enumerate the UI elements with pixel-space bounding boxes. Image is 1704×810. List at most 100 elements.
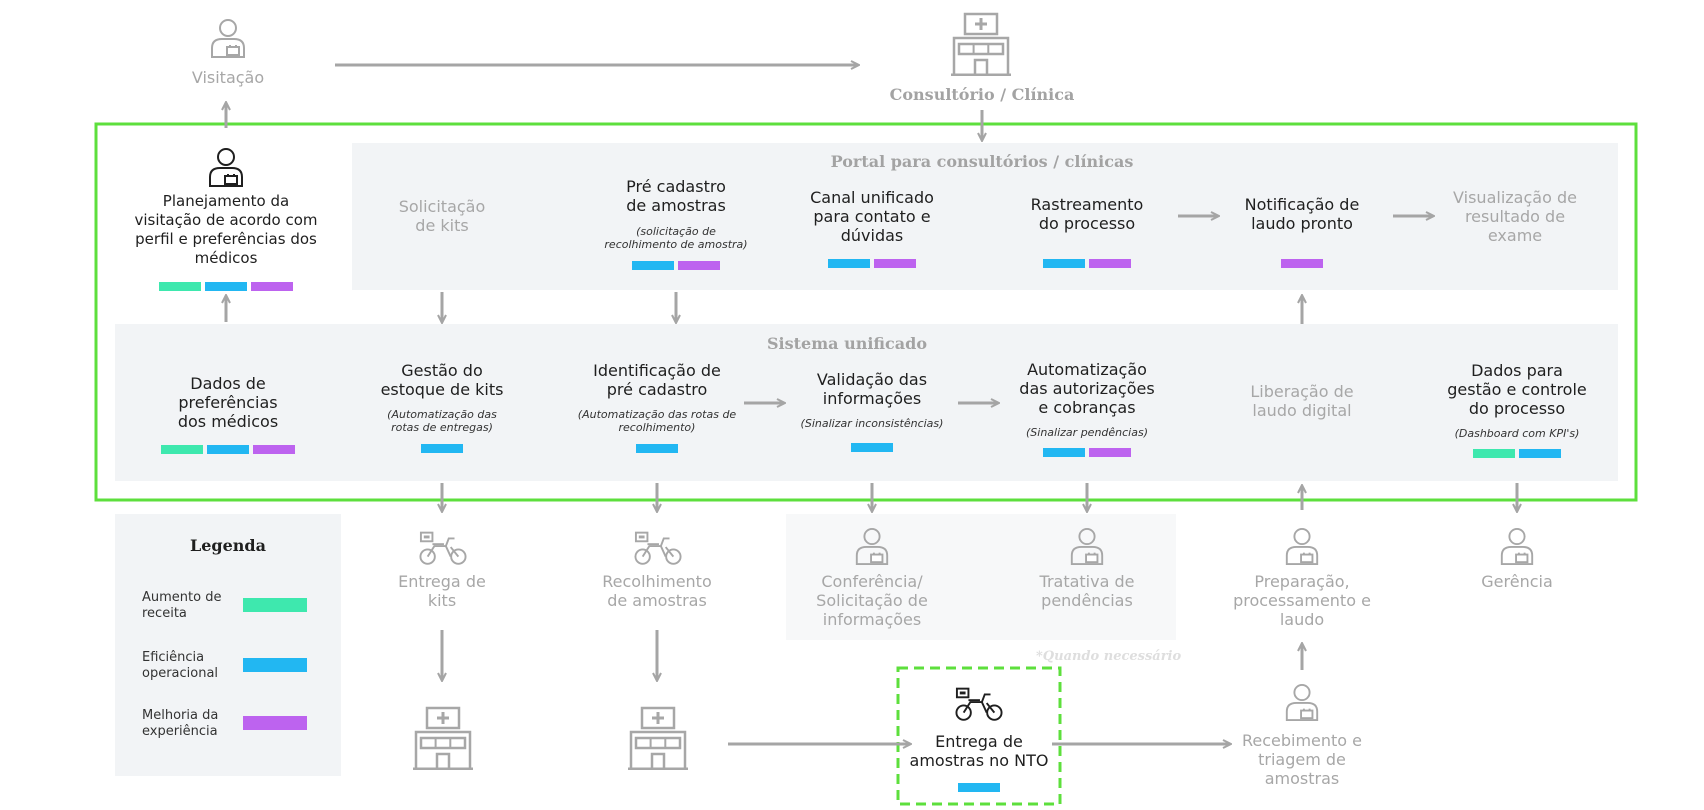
gestao-estoque-node: Gestão do estoque de kits (Automatização… — [362, 361, 522, 453]
entrega-nto-bars — [904, 783, 1054, 792]
delivery-moto-icon — [419, 530, 467, 566]
bar-eficiencia — [1043, 448, 1085, 457]
conferencia-label: Conferência/ Solicitação de informações — [816, 572, 928, 629]
rastreamento-node: Rastreamento do processo — [1017, 195, 1157, 268]
bar-experiencia — [251, 282, 293, 291]
automatizacao-sub: (Sinalizar pendências) — [1026, 426, 1148, 439]
validacao-sub: (Sinalizar inconsistências) — [800, 417, 944, 430]
legend-title: Legenda — [190, 536, 266, 555]
portal-title: Portal para consultórios / clínicas — [830, 152, 1134, 171]
gestao-estoque-sub: (Automatização das rotas de entregas) — [387, 408, 497, 434]
gestao-estoque-bars — [362, 444, 522, 453]
automatizacao-label: Automatização das autorizações e cobranç… — [1019, 360, 1155, 417]
bar-eficiencia — [632, 261, 674, 270]
quando-necessario-note: *Quando necessário — [1036, 649, 1182, 664]
dados-pref-bars — [158, 445, 298, 454]
nto-moto-icon — [955, 686, 1003, 722]
rastreamento-label: Rastreamento do processo — [1030, 195, 1144, 233]
legend: Legenda Aumento de receita Eficiência op… — [115, 514, 341, 776]
dados-pref-label: Dados de preferências dos médicos — [177, 374, 279, 431]
identificacao-node: Identificação de pré cadastro (Automatiz… — [572, 361, 742, 453]
solicitacao-label: Solicitação de kits — [398, 197, 486, 235]
automatizacao-bars — [1007, 448, 1167, 457]
legend-swatch-receita — [243, 598, 307, 612]
bar-eficiencia — [205, 282, 247, 291]
bar-eficiencia — [636, 444, 678, 453]
tratativa-label: Tratativa de pendências — [1039, 572, 1135, 610]
clinic-building-icon-1 — [413, 706, 473, 770]
canal-node: Canal unificado para contato e dúvidas — [800, 188, 944, 268]
bar-eficiencia — [958, 783, 1000, 792]
clinic-label: Consultório / Clínica — [889, 85, 1075, 104]
bar-eficiencia — [1043, 259, 1085, 268]
bar-experiencia — [1281, 259, 1323, 268]
recebimento-person-icon — [1283, 682, 1321, 722]
dados-gestao-bars — [1437, 449, 1597, 458]
legend-label-experiencia: Melhoria da experiência — [142, 708, 219, 739]
gerencia-label: Gerência — [1481, 572, 1553, 591]
dados-gestao-sub: (Dashboard com KPI's) — [1454, 427, 1580, 440]
bar-eficiencia — [421, 444, 463, 453]
legend-swatch-eficiencia — [243, 658, 307, 672]
bar-eficiencia — [851, 443, 893, 452]
planning-node: Planejamento da visitação de acordo com … — [131, 192, 321, 291]
dados-gestao-label: Dados para gestão e controle do processo — [1447, 361, 1587, 418]
identificacao-sub: (Automatização das rotas de recolhimento… — [577, 408, 737, 434]
dados-gestao-node: Dados para gestão e controle do processo… — [1437, 361, 1597, 458]
identificacao-label: Identificação de pré cadastro — [593, 361, 721, 399]
pre-cadastro-node: Pré cadastro de amostras (solicitação de… — [576, 177, 776, 270]
pre-cadastro-sub: (solicitação de recolhimento de amostra) — [604, 225, 748, 251]
pre-cadastro-bars — [576, 261, 776, 270]
canal-label: Canal unificado para contato e dúvidas — [810, 188, 934, 245]
nto-dashed-frame — [896, 666, 1062, 806]
notificacao-bars — [1232, 259, 1372, 268]
bar-experiencia — [1089, 448, 1131, 457]
preparacao-person-icon — [1283, 526, 1321, 566]
gerencia-person-icon — [1498, 526, 1536, 566]
gestao-estoque-label: Gestão do estoque de kits — [380, 361, 504, 399]
planning-label: Planejamento da visitação de acordo com … — [134, 192, 318, 267]
system-panel — [115, 324, 1618, 481]
notificacao-label: Notificação de laudo pronto — [1244, 195, 1360, 233]
entrega-nto-label: Entrega de amostras no NTO — [909, 732, 1049, 770]
legend-label-eficiencia: Eficiência operacional — [142, 650, 219, 681]
legend-swatch-experiencia — [243, 716, 307, 730]
validacao-label: Validação das informações — [816, 370, 928, 408]
identificacao-bars — [572, 444, 742, 453]
bar-eficiencia — [1519, 449, 1561, 458]
validacao-bars — [787, 443, 957, 452]
unified-frame — [94, 122, 1638, 502]
legend-label-receita: Aumento de receita — [142, 590, 222, 621]
visitor-person-icon — [208, 17, 248, 59]
planning-bars — [131, 282, 321, 291]
bar-experiencia — [1089, 259, 1131, 268]
planner-person-icon — [206, 146, 246, 188]
notificacao-node: Notificação de laudo pronto — [1232, 195, 1372, 268]
conferencia-person-icon — [853, 526, 891, 566]
visualizacao-label: Visualização de resultado de exame — [1453, 188, 1577, 245]
liberacao-label: Liberação de laudo digital — [1250, 382, 1354, 420]
pickup-moto-icon — [634, 530, 682, 566]
bar-experiencia — [678, 261, 720, 270]
tratativa-person-icon — [1068, 526, 1106, 566]
entrega-nto-node: Entrega de amostras no NTO — [904, 732, 1054, 792]
bar-experiencia — [253, 445, 295, 454]
entrega-kits-label: Entrega de kits — [398, 572, 486, 610]
bar-receita — [159, 282, 201, 291]
validacao-node: Validação das informações (Sinalizar inc… — [787, 370, 957, 452]
canal-bars — [800, 259, 944, 268]
conference-panel — [786, 514, 1176, 640]
recolhimento-label: Recolhimento de amostras — [602, 572, 712, 610]
bar-eficiencia — [207, 445, 249, 454]
bar-experiencia — [874, 259, 916, 268]
rastreamento-bars — [1017, 259, 1157, 268]
clinic-building-icon-2 — [628, 706, 688, 770]
pre-cadastro-label: Pré cadastro de amostras — [626, 177, 726, 215]
sistema-title: Sistema unificado — [766, 334, 928, 353]
dados-pref-node: Dados de preferências dos médicos — [158, 374, 298, 454]
preparacao-label: Preparação, processamento e laudo — [1233, 572, 1371, 629]
recebimento-label: Recebimento e triagem de amostras — [1241, 731, 1363, 788]
bar-receita — [1473, 449, 1515, 458]
bar-receita — [161, 445, 203, 454]
